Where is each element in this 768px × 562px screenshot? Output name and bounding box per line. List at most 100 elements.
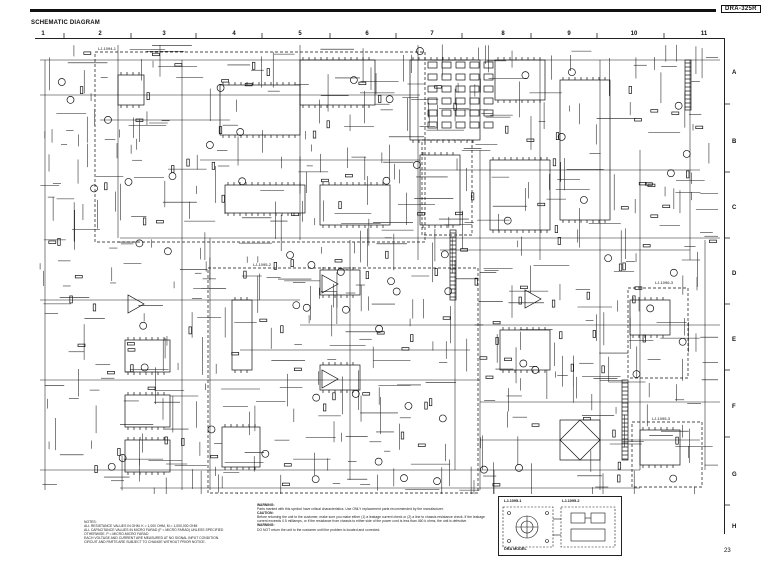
resistor <box>244 82 253 87</box>
transistor <box>580 196 588 204</box>
column-number: 6 <box>365 31 369 37</box>
transistor <box>342 305 350 314</box>
transistor <box>669 474 678 483</box>
resistor <box>650 214 659 218</box>
model-label: DRA-325R <box>721 5 761 13</box>
resistor <box>622 262 626 271</box>
resistor <box>362 392 371 396</box>
row-letter: C <box>732 205 737 211</box>
caution-heading: CAUTION: <box>257 511 274 516</box>
inset-board-label-2: LJ-1095-2 <box>562 499 580 503</box>
resistor <box>332 392 336 401</box>
resistor <box>442 316 451 320</box>
transistor <box>164 247 172 256</box>
resistor <box>385 250 389 259</box>
transistor <box>557 133 566 141</box>
resistor <box>376 331 385 335</box>
resistor <box>243 270 247 279</box>
transistor <box>480 465 488 474</box>
resistor <box>211 161 216 170</box>
resistor <box>280 325 284 334</box>
resistor <box>156 220 164 224</box>
ic-package <box>629 299 671 336</box>
resistor <box>312 130 317 139</box>
resistor <box>92 303 97 312</box>
transistor <box>531 365 540 374</box>
transistor <box>139 321 148 330</box>
resistor <box>537 202 546 207</box>
transistor <box>413 161 421 169</box>
resistor <box>293 367 302 371</box>
row-letter: A <box>732 70 737 76</box>
resistor <box>470 192 475 201</box>
resistor <box>79 86 84 94</box>
matrix-cell <box>427 109 438 117</box>
ic-package <box>124 394 171 428</box>
transistor <box>682 150 691 158</box>
transistor <box>168 172 177 181</box>
matrix-cell <box>427 73 438 81</box>
transistor <box>107 462 116 471</box>
resistor <box>642 244 651 248</box>
resistor <box>410 334 414 342</box>
transistor <box>336 268 345 276</box>
resistor <box>428 398 433 407</box>
board-label-2: LJ-1095-2 <box>253 262 272 267</box>
ic-package <box>299 59 376 106</box>
transistor <box>307 261 316 269</box>
bridge-rectifier <box>559 419 601 461</box>
resistor <box>74 275 83 279</box>
transistor <box>302 303 311 312</box>
transistor <box>292 301 301 310</box>
board-label-3: LJ-1096-3 <box>655 280 674 285</box>
resistor <box>618 263 623 272</box>
header-rule <box>30 9 716 12</box>
column-number: 9 <box>567 31 571 37</box>
resistor <box>259 318 268 322</box>
transistor <box>646 304 655 313</box>
transistor <box>604 254 612 263</box>
frame-right-border <box>724 38 725 534</box>
row-letter: E <box>732 337 737 343</box>
matrix-cell <box>441 121 452 129</box>
resistor <box>57 238 61 246</box>
resistor <box>181 438 185 446</box>
resistor <box>77 343 86 347</box>
resistor <box>526 138 535 142</box>
row-letter: F <box>732 404 736 410</box>
matrix-cell <box>455 97 466 105</box>
note-line: EACH VOLTAGE AND CURRENT ARE MEASURED AT… <box>84 536 220 541</box>
note-line: ALL CAPACITANCE VALUES IN MICRO FARAD (F… <box>84 528 224 537</box>
resistor <box>69 295 73 304</box>
matrix-cell <box>455 109 466 117</box>
resistor <box>650 109 659 113</box>
inset-board-view: LJ-1095-1 LJ-1095-2 DRA MODEL <box>498 496 622 556</box>
ic-package <box>319 364 361 391</box>
matrix-cell <box>483 61 494 69</box>
resistor <box>453 102 457 111</box>
board-outline <box>627 287 689 379</box>
resistor <box>518 296 522 305</box>
ic-package <box>559 79 611 221</box>
transistor <box>124 178 133 186</box>
column-number: 10 <box>630 31 638 37</box>
matrix-cell <box>483 85 494 93</box>
ic-package <box>221 426 261 468</box>
row-letter: D <box>732 271 737 277</box>
matrix-cell <box>441 61 452 69</box>
board-label-1: LJ-1094-1 <box>98 46 117 51</box>
resistor <box>505 125 509 134</box>
transistor <box>667 169 675 178</box>
resistor <box>323 403 327 412</box>
resistor <box>555 132 560 140</box>
resistor <box>400 431 405 440</box>
resistor <box>104 182 108 191</box>
transistor <box>503 216 512 225</box>
resistor <box>647 183 656 187</box>
resistor <box>642 334 646 343</box>
matrix-cell <box>469 85 480 93</box>
transistor <box>261 449 270 458</box>
board-outline <box>421 139 473 236</box>
column-number: 7 <box>430 31 434 37</box>
resistor <box>559 331 563 340</box>
